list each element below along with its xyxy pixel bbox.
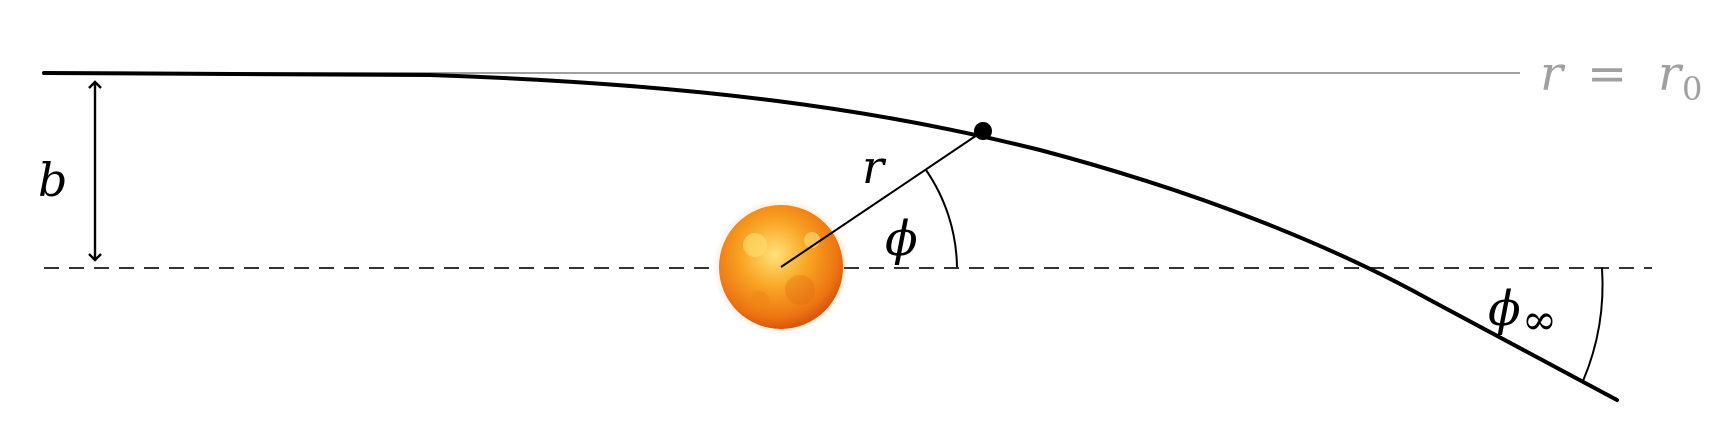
label-phi-infinity: ϕ ∞ xyxy=(1488,281,1557,344)
trajectory-point xyxy=(974,122,992,140)
phi-infinity-angle-arc xyxy=(1582,267,1604,382)
svg-text:r: r xyxy=(1540,46,1566,102)
svg-text:ϕ: ϕ xyxy=(1488,281,1521,337)
label-phi: ϕ xyxy=(885,211,918,267)
radius-line xyxy=(780,130,984,268)
label-b: b xyxy=(38,153,67,207)
svg-text:0: 0 xyxy=(1682,70,1702,108)
light-trajectory xyxy=(42,71,1619,402)
label-r-equals-r0: r = r 0 xyxy=(1540,46,1702,108)
phi-angle-arc xyxy=(925,169,958,268)
svg-text:∞: ∞ xyxy=(1522,295,1557,344)
svg-text:=: = xyxy=(1587,46,1627,102)
svg-text:r: r xyxy=(1658,46,1684,102)
label-r: r xyxy=(862,140,887,194)
